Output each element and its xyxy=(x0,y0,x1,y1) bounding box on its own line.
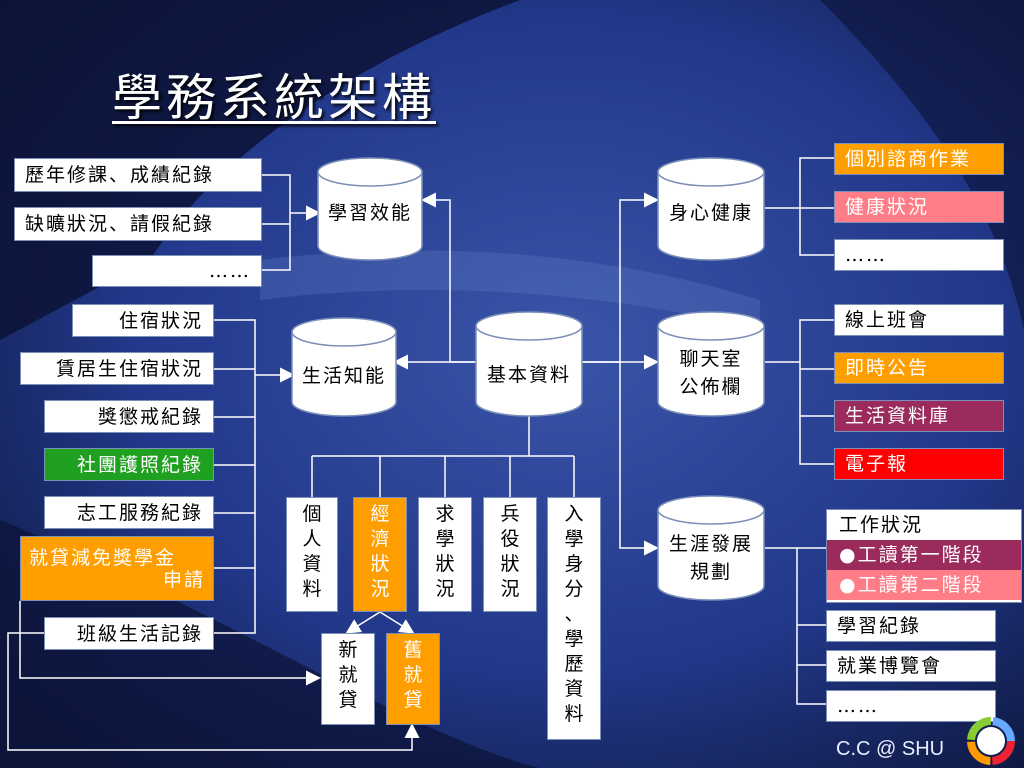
credit-text: C.C @ SHU xyxy=(836,738,945,760)
basic-child-military: 兵役狀況 xyxy=(483,497,537,612)
loan-old: 舊就貸 xyxy=(386,633,440,725)
hub-health-label: 身心健康 xyxy=(668,202,753,224)
learning-item-courses: 歷年修課、成績紀錄 xyxy=(14,158,262,192)
health-item-more: …… xyxy=(834,239,1004,271)
cylinder-health xyxy=(657,157,765,261)
life-item-volunteer: 志工服務紀錄 xyxy=(44,496,214,529)
cylinder-life xyxy=(291,317,397,417)
career-item-learning-record: 學習紀錄 xyxy=(826,610,996,642)
life-item-class-record: 班級生活記錄 xyxy=(44,617,214,650)
life-item-discipline: 獎懲戒紀錄 xyxy=(44,400,214,433)
health-item-counseling: 個別諮商作業 xyxy=(834,143,1004,175)
hub-life-label: 生活知能 xyxy=(301,365,386,387)
work-stage-2: ●工讀第二階段 xyxy=(827,570,1021,600)
hub-basic-label: 基本資料 xyxy=(486,364,571,386)
cylinder-chat xyxy=(657,311,765,417)
work-status-head: 工作狀況 xyxy=(839,514,924,536)
cylinder-learning xyxy=(317,157,423,261)
life-item-club-passport: 社團護照紀錄 xyxy=(44,448,214,481)
career-item-more: …… xyxy=(826,690,996,722)
hub-career-label: 生涯發展規劃 xyxy=(668,533,753,583)
logo-icon xyxy=(967,717,1015,765)
chat-item-newsletter: 電子報 xyxy=(834,448,1004,480)
learning-item-absence: 缺曠狀況、請假紀錄 xyxy=(14,207,262,241)
loan-new: 新就貸 xyxy=(321,633,375,725)
basic-child-study: 求學狀況 xyxy=(418,497,472,612)
career-item-job-fair: 就業博覽會 xyxy=(826,650,996,682)
cylinder-basic xyxy=(475,311,583,417)
life-item-dorm: 住宿狀況 xyxy=(72,304,214,337)
page-title: 學務系統架構 xyxy=(112,69,436,127)
hub-learning-label: 學習效能 xyxy=(327,202,412,224)
cylinder-career xyxy=(657,495,765,601)
basic-child-admission: 入學身分、學歷資料 xyxy=(547,497,601,740)
chat-item-life-database: 生活資料庫 xyxy=(834,400,1004,432)
basic-child-personal: 個人資料 xyxy=(286,497,338,612)
chat-item-online-meeting: 線上班會 xyxy=(834,304,1004,336)
hub-chat-label: 聊天室公佈欄 xyxy=(679,348,743,398)
life-item-loan-scholarship[interactable]: 就貸減免獎學金 申請 xyxy=(20,536,214,601)
work-stage-1: ●工讀第一階段 xyxy=(827,540,1021,570)
career-work-status: 工作狀況 ●工讀第一階段 ●工讀第二階段 xyxy=(826,509,1022,603)
chat-item-instant-notice: 即時公告 xyxy=(834,352,1004,384)
life-item-rental: 賃居生住宿狀況 xyxy=(20,352,214,385)
basic-child-economic[interactable]: 經濟狀況 xyxy=(353,497,407,612)
learning-item-more: …… xyxy=(92,255,262,287)
health-item-status: 健康狀況 xyxy=(834,191,1004,223)
